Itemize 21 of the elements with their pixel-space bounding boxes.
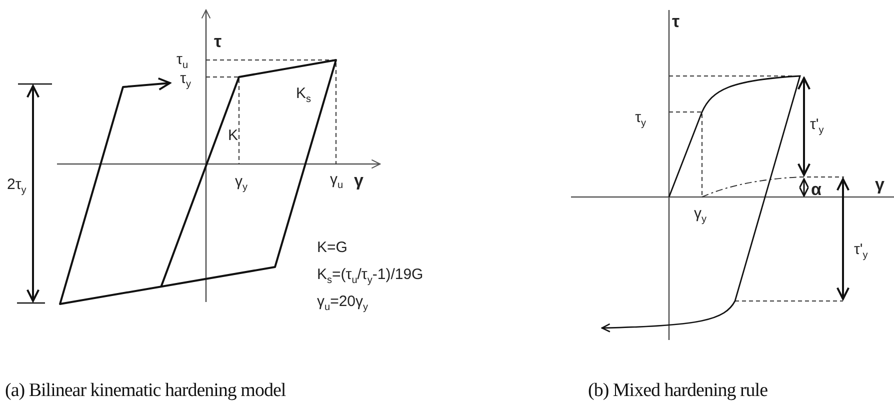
axis-label: γ [354, 172, 364, 189]
axis-label: γ [875, 176, 884, 193]
tick-label: γ$_{y}$ [235, 174, 248, 193]
dimension-label: τ'$_{y}$ [854, 242, 868, 261]
caption: (a) Bilinear kinematic hardening model [5, 381, 286, 400]
slope-label: K$_{s}$ [296, 86, 312, 105]
caption: (b) Mixed hardening rule [588, 381, 768, 400]
tick-label: γ$_{u}$ [330, 172, 344, 191]
tick-label: τ$_{y}$ [180, 71, 191, 90]
tick-label: τ$_{y}$ [635, 110, 646, 129]
formula: K$_{s}$=(τ$_{u}$/τ$_{y}$-1)/19G [317, 267, 424, 286]
tick-label: τ$_{u}$ [176, 52, 188, 71]
axis-label: τ [214, 33, 222, 50]
dimension-label: τ'$_{y}$ [810, 117, 824, 136]
dimension-label: α [811, 181, 822, 198]
formula: γ$_{u}$=20γ$_{y}$ [317, 294, 368, 313]
formula: K=G [317, 240, 348, 255]
tick-label: γ$_{y}$ [694, 206, 706, 225]
dimension-label: 2τ$_{y}$ [7, 177, 26, 196]
slope-label: K [228, 128, 238, 143]
axis-label: τ [672, 13, 680, 30]
